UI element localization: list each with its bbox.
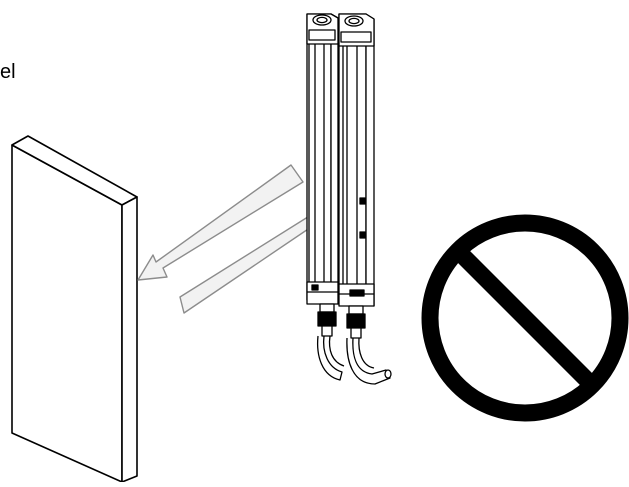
sensor-bar-left (306, 13, 339, 305)
cropped-label: el (0, 61, 16, 83)
sensor-connectors (317, 303, 366, 339)
beam-arrow-to-wall (137, 164, 304, 281)
wall-panel (11, 135, 138, 483)
sensor-bar-right (338, 13, 375, 307)
light-beams (137, 164, 335, 314)
prohibition-icon (421, 214, 629, 422)
wall-panel-side (121, 196, 138, 483)
sensor-cables (316, 335, 392, 385)
light-curtain-sensor (306, 13, 392, 385)
